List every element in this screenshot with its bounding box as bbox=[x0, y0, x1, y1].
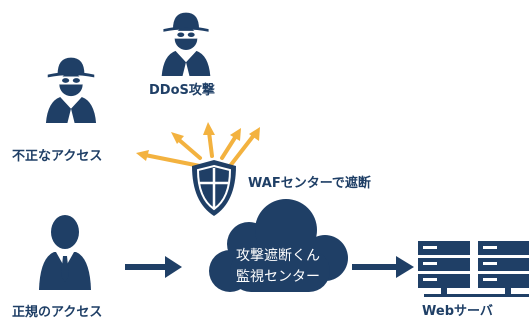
cloud-label-line2: 監視センター bbox=[236, 269, 320, 285]
blocked-arrows bbox=[136, 122, 260, 168]
server-arrow bbox=[352, 256, 414, 278]
attacker-top-icon bbox=[161, 12, 211, 76]
ddos-label: DDoS攻撃 bbox=[149, 83, 215, 98]
access-arrow bbox=[125, 256, 182, 278]
waf-label: WAFセンターで遮断 bbox=[248, 176, 371, 191]
unauthorized-access-label: 不正なアクセス bbox=[12, 149, 103, 164]
cloud-label-line1: 攻撃遮断くん bbox=[236, 248, 320, 264]
user-icon bbox=[39, 215, 91, 290]
attacker-left-icon bbox=[45, 57, 97, 123]
legit-access-label: 正規のアクセス bbox=[12, 305, 103, 320]
web-server-label: Webサーバ bbox=[422, 304, 493, 319]
waf-shield-icon bbox=[192, 160, 236, 216]
cloud-label: 攻撃遮断くん 監視センター bbox=[226, 246, 330, 288]
cloud-icon bbox=[209, 199, 348, 292]
server-icon bbox=[418, 241, 529, 297]
